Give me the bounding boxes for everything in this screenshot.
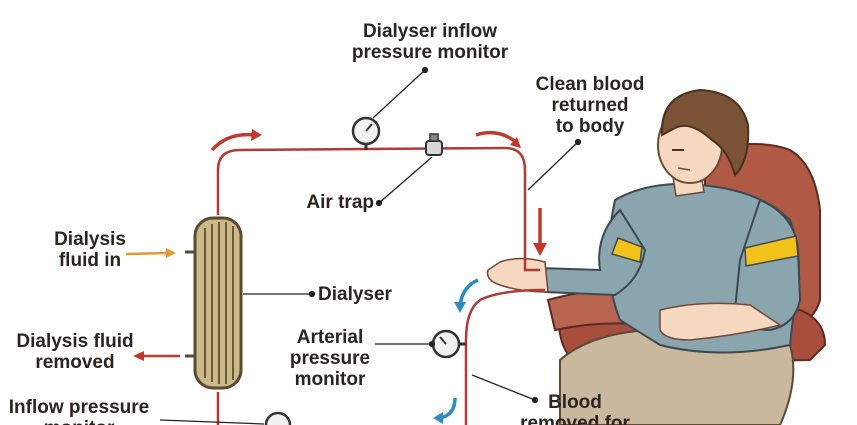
arterial-pressure-monitor-label: Arterial pressure monitor (280, 327, 380, 390)
label-line: Dialyser inflow (362, 21, 498, 42)
blood-tubing (216, 146, 546, 425)
pressure-gauge-icon (264, 411, 292, 425)
label-line: pressure monitor (351, 42, 509, 63)
label-line: monitor (294, 369, 366, 390)
label-line: Inflow pressure (8, 397, 150, 418)
dialyser-label: Dialyser (318, 284, 392, 305)
dialysis-fluid-removed-label: Dialysis fluid removed (0, 331, 150, 373)
clean-blood-returned-label: Clean blood returned to body (520, 74, 660, 137)
patient-illustration (486, 88, 802, 425)
air-trap-icon (425, 133, 443, 156)
label-line: Dialysis (54, 229, 126, 250)
label-line: Dialysis fluid (16, 331, 134, 352)
callout-lines (159, 66, 582, 425)
flow-arrow-icon (125, 129, 547, 424)
label-line: monitor (0, 418, 158, 425)
dialyser-illustration (185, 216, 243, 390)
dialyser-inflow-pressure-monitor-label: Dialyser inflow pressure monitor (330, 21, 530, 63)
label-line: pressure (289, 348, 371, 369)
label-line: Arterial (296, 327, 364, 348)
label-line: fluid in (58, 250, 122, 271)
label-line: removed for (520, 413, 630, 425)
blood-removed-label: Blood removed for (510, 392, 640, 425)
label-line: Blood (548, 392, 602, 413)
dialysis-fluid-in-label: Dialysis fluid in (30, 229, 150, 271)
label-line: returned (551, 95, 629, 116)
air-trap-label: Air trap (306, 192, 374, 213)
inflow-pressure-monitor-label: Inflow pressure monitor (0, 397, 158, 425)
pressure-gauge-icon (351, 116, 381, 150)
label-line: Clean blood (535, 74, 645, 95)
label-line: to body (555, 116, 625, 137)
pressure-gauge-icon (431, 329, 466, 359)
label-line: removed (35, 352, 115, 373)
